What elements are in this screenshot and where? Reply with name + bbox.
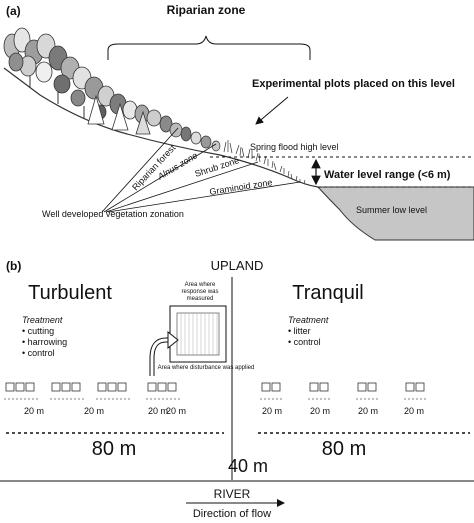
plot-inset: Area where response was measured Area wh… [149, 282, 255, 376]
spring-flood-label: Spring flood high level [250, 142, 339, 152]
plot-square [309, 382, 319, 392]
river-label: RIVER [214, 487, 251, 501]
inset-response-line-3: measured [187, 296, 214, 302]
plot-square [5, 382, 15, 392]
tranquil-treatment-label: Treatment [288, 315, 329, 325]
plot-square [97, 382, 107, 392]
upland-label: UPLAND [211, 258, 264, 273]
plot-square [271, 382, 281, 392]
riparian-forest-trees [3, 27, 173, 135]
plot-square [25, 382, 35, 392]
plots-note: Experimental plots placed on this level [252, 78, 455, 90]
turbulent-treatment-2: • harrowing [22, 337, 67, 347]
plot-square [167, 382, 177, 392]
plot-square [319, 382, 329, 392]
tranquil-treatment-1: • litter [288, 326, 311, 336]
tranquil-spacing-4: 20 m [404, 406, 424, 416]
turbulent-title: Turbulent [28, 282, 112, 304]
tranquil-treatment-2: • control [288, 337, 321, 347]
water-range-label: Water level range (<6 m) [324, 169, 451, 181]
plot-square [51, 382, 61, 392]
flow-label: Direction of flow [193, 508, 271, 520]
plot-square [117, 382, 127, 392]
plot-square [15, 382, 25, 392]
riparian-zone-title: Riparian zone [167, 3, 246, 17]
plot-square [357, 382, 367, 392]
plot-square [107, 382, 117, 392]
tranquil-title: Tranquil [292, 282, 364, 304]
inset-arrow-head [167, 330, 179, 350]
zonation-caption: Well developed vegetation zonation [42, 209, 184, 219]
turbulent-width: 80 m [92, 438, 136, 460]
plots-note-arrow [255, 96, 289, 125]
ground-slope [3, 67, 319, 188]
river-water [316, 186, 474, 241]
tranquil-spacing-2: 20 m [310, 406, 330, 416]
plot-square [61, 382, 71, 392]
riparian-bracket [107, 35, 311, 60]
plot-square [157, 382, 167, 392]
tranquil-spacing-3: 20 m [358, 406, 378, 416]
plot-square [147, 382, 157, 392]
turbulent-spacing-3: 20 m [148, 406, 168, 416]
panel-a-label: (a) [6, 4, 21, 18]
plot-square [71, 382, 81, 392]
summer-low-label: Summer low level [356, 205, 427, 215]
inset-response-line-1: Area where [185, 282, 216, 288]
turbulent-treatment-1: • cutting [22, 326, 54, 336]
tranquil-width: 80 m [322, 438, 366, 460]
turbulent-treatment-3: • control [22, 348, 55, 358]
plot-square [261, 382, 271, 392]
plot-square [367, 382, 377, 392]
plot-square [415, 382, 425, 392]
inset-disturbance-label: Area where disturbance was applied [158, 365, 255, 371]
turbulent-plots [4, 382, 180, 400]
inset-response-line-2: response was [181, 289, 218, 295]
zone-label-graminoid: Graminoid zone [209, 177, 273, 197]
zone-pointer-lines [101, 127, 301, 213]
plot-square [405, 382, 415, 392]
turbulent-spacing-1: 20 m [24, 406, 44, 416]
tranquil-spacing-1: 20 m [262, 406, 282, 416]
turbulent-spacing-4: 20 m [166, 406, 186, 416]
shrub-graminoid-tufts [223, 140, 306, 185]
gap-width: 40 m [228, 456, 268, 476]
vegetation-illustration [3, 27, 306, 185]
turbulent-spacing-2: 20 m [84, 406, 104, 416]
turbulent-treatment-label: Treatment [22, 315, 63, 325]
tranquil-plots [260, 382, 428, 400]
panel-b-label: (b) [6, 259, 21, 273]
alnus-shrubs [169, 122, 221, 152]
